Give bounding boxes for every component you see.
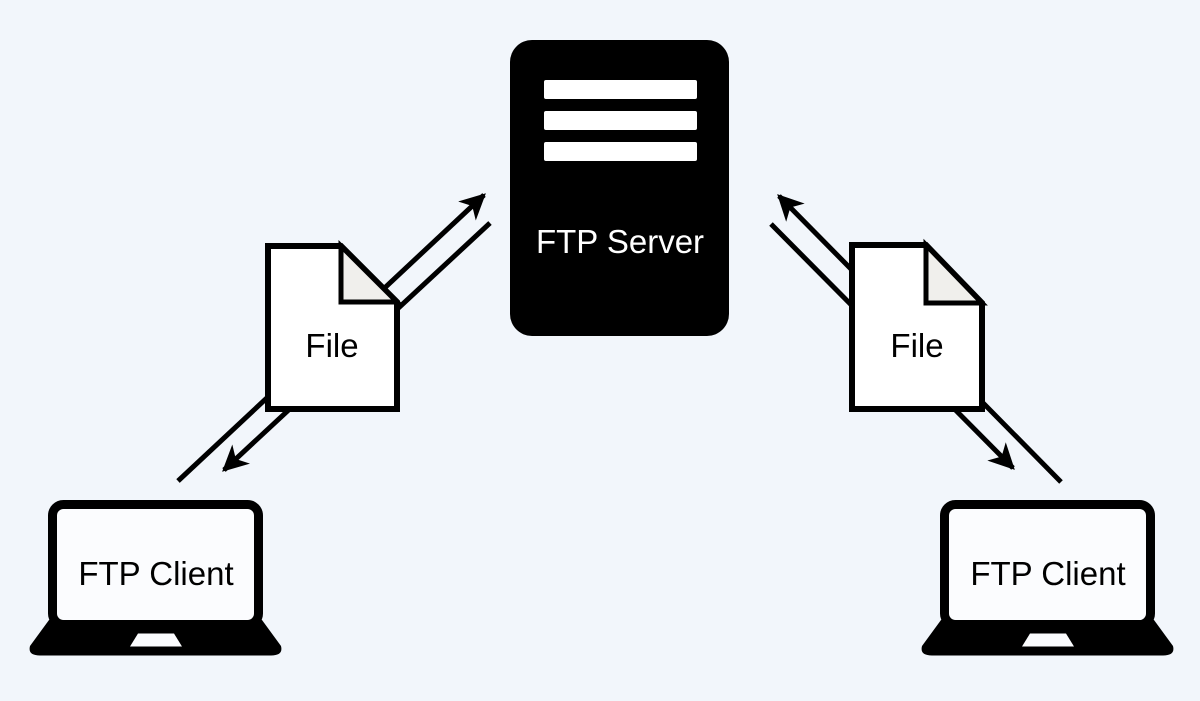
ftp-client-node-left: FTP Client bbox=[29, 500, 282, 656]
file-icon-left: File bbox=[265, 239, 404, 412]
ftp-client-label-right: FTP Client bbox=[970, 555, 1125, 592]
file-icon-right: File bbox=[849, 238, 988, 412]
document-fold-corner bbox=[338, 239, 404, 305]
ftp-server-label: FTP Server bbox=[536, 223, 704, 260]
ftp-client-label-left: FTP Client bbox=[78, 555, 233, 592]
laptop-icon bbox=[921, 500, 1174, 656]
ftp-client-node-right: FTP Client bbox=[921, 500, 1174, 656]
laptop-icon bbox=[29, 500, 282, 656]
document-fold-corner bbox=[923, 238, 988, 306]
server-rack-icon bbox=[544, 80, 697, 161]
laptop-trackpad-notch bbox=[1022, 633, 1074, 647]
ftp-server-node: FTP Server bbox=[510, 40, 729, 336]
laptop-trackpad-notch bbox=[130, 633, 182, 647]
file-label-left: File bbox=[305, 327, 358, 364]
file-label-right: File bbox=[890, 327, 943, 364]
